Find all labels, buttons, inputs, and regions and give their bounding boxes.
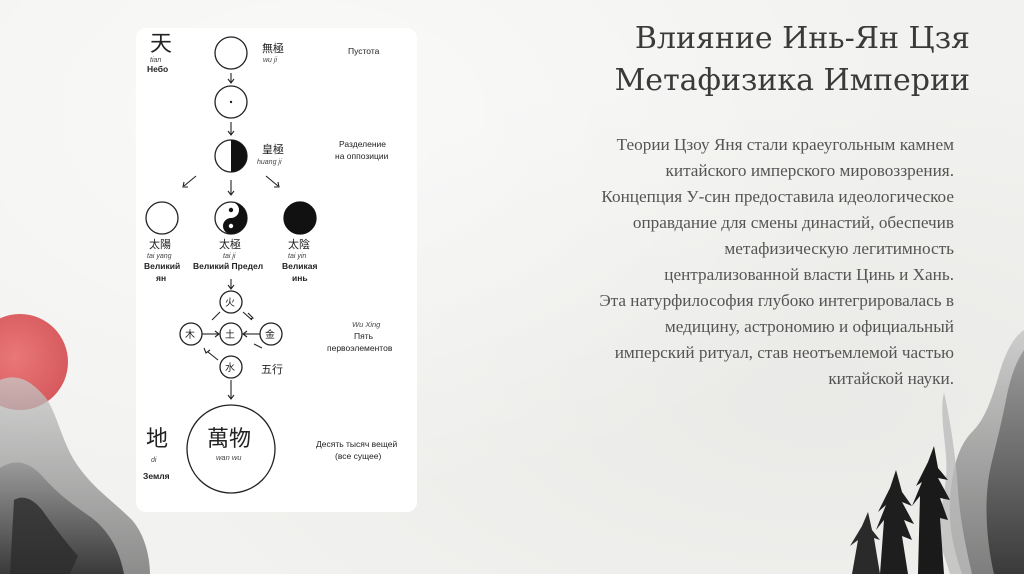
water-hanzi: 水 — [225, 362, 235, 374]
seed-circle — [214, 85, 248, 119]
earth-element-circle — [219, 322, 243, 346]
taiji-label: Великий Предел — [193, 261, 263, 271]
wuji-pinyin: wu ji — [263, 57, 277, 64]
wanwu-circle — [186, 404, 276, 494]
wuji-circle — [214, 36, 248, 70]
huangji-label-2: на оппозиции — [335, 151, 389, 161]
yin-yang-diagram: 天 tian Небо 無極 wu ji Пустота 皇極 huang ji… — [136, 28, 417, 512]
taiyin-hanzi: 太陰 — [288, 237, 310, 251]
huangji-hanzi: 皇極 — [262, 142, 284, 156]
wanwu-hanzi: 萬物 — [207, 427, 251, 452]
wuxing-hanzi: 五行 — [261, 363, 283, 376]
wanwu-pinyin: wan wu — [216, 453, 242, 462]
body-line: Теории Цзоу Яня стали краеугольным камне… — [616, 135, 954, 154]
fire-circle — [219, 290, 243, 314]
yin-yang-icon — [223, 202, 247, 234]
huangji-label-1: Разделение — [339, 139, 386, 149]
body-line: оправдание для смены династий, обеспечив — [632, 213, 954, 232]
body-line: китайского имперского мировоззрения. — [665, 161, 954, 180]
earth-element-hanzi: 土 — [225, 328, 235, 341]
heaven-pinyin: tian — [150, 57, 161, 64]
taiyang-hanzi: 太陽 — [149, 238, 171, 251]
fire-hanzi: 火 — [225, 297, 235, 309]
taiyang-label-2: ян — [156, 273, 166, 283]
wanwu-label-2: (все сущее) — [335, 451, 381, 461]
slide-title: Влияние Инь-Ян Цзя Метафизика Империи — [615, 18, 970, 102]
body-line: имперский ритуал, став неотъемлемой част… — [614, 343, 954, 362]
title-line-2: Метафизика Империи — [614, 63, 970, 98]
earth-pinyin: di — [151, 457, 157, 464]
body-line: медицину, астрономию и официальный — [664, 317, 954, 336]
wuxing-label-2: первоэлементов — [327, 343, 393, 353]
taiyang-pinyin: tai yang — [147, 253, 172, 260]
taiji-hanzi: 太極 — [219, 237, 241, 251]
body-line: централизованной власти Цинь и Хань. — [664, 265, 954, 284]
body-text: Теории Цзоу Яня стали краеугольным камне… — [484, 132, 954, 392]
taiyang-circle — [145, 201, 179, 235]
wuxing-label-1: Пять — [354, 331, 374, 341]
taiyin-label-2: инь — [292, 273, 308, 283]
taiji-pinyin: tai ji — [223, 253, 236, 260]
body-line: метафизическую легитимность — [724, 239, 954, 258]
wuxing-pinyin: Wu Xing — [352, 320, 381, 329]
metal-hanzi: 金 — [265, 328, 275, 341]
taiyin-pinyin: tai yin — [288, 253, 306, 260]
heaven-hanzi: 天 — [150, 32, 172, 57]
body-line: Концепция У-син предоставила идеологичес… — [601, 187, 954, 206]
water-circle — [219, 355, 243, 379]
body-line: китайской науки. — [828, 369, 954, 388]
flow-arrows — [182, 73, 280, 400]
taiyin-label-1: Великая — [282, 261, 317, 271]
taiyang-label-1: Великий — [144, 261, 180, 271]
body-line: Эта натурфилософия глубоко интегрировала… — [599, 291, 954, 310]
heaven-label: Небо — [147, 64, 168, 74]
wuji-label: Пустота — [348, 46, 380, 56]
wanwu-label-1: Десять тысяч вещей — [316, 439, 397, 449]
taiyin-circle — [283, 201, 317, 235]
wood-hanzi: 木 — [185, 329, 195, 341]
wuji-hanzi: 無極 — [262, 41, 284, 55]
title-line-1: Влияние Инь-Ян Цзя — [634, 21, 970, 56]
earth-label: Земля — [143, 471, 170, 481]
earth-hanzi: 地 — [146, 427, 168, 452]
huangji-pinyin: huang ji — [257, 159, 282, 166]
